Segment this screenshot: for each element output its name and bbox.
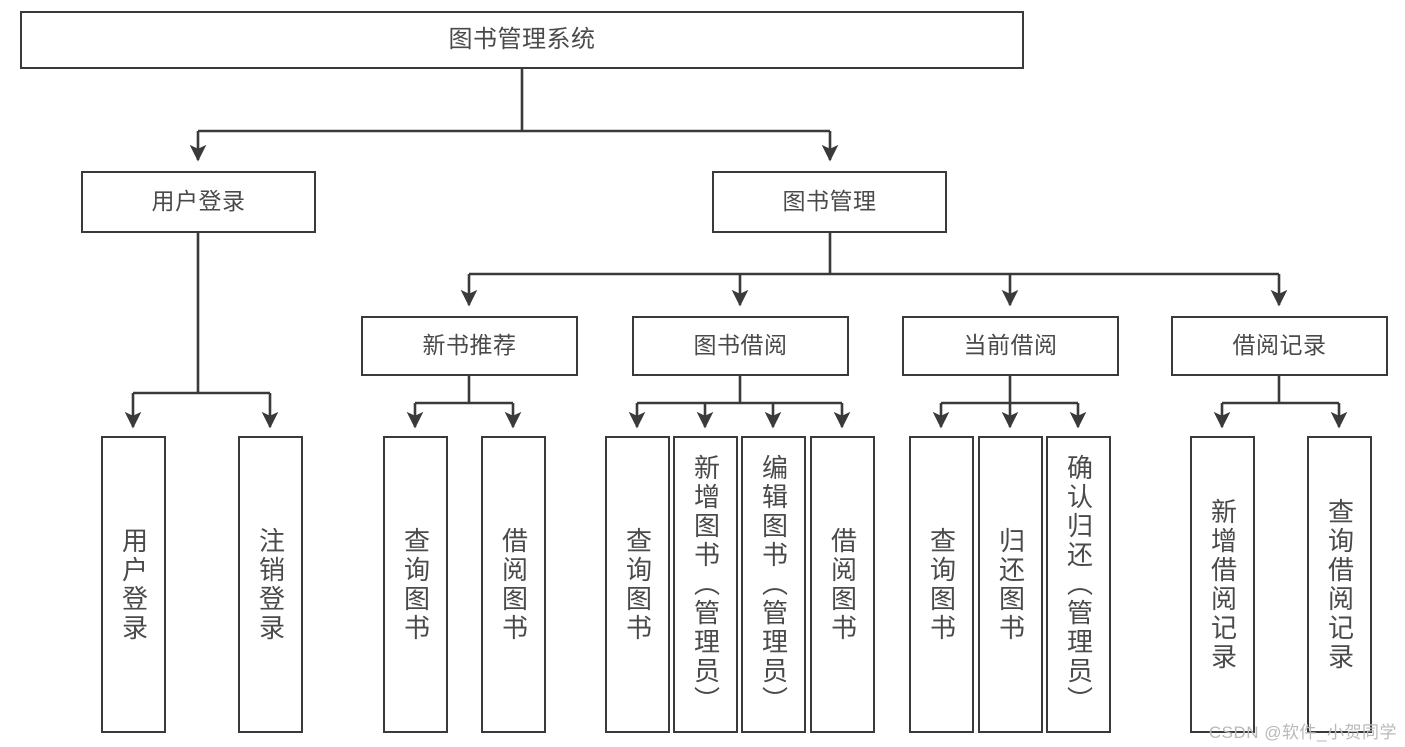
node-label: 归还图书: [995, 526, 1026, 643]
node-label: 查询借阅记录: [1324, 497, 1355, 672]
node-root-system[interactable]: 图书管理系统: [20, 11, 1024, 69]
leaf-add-borrow-record[interactable]: 新增借阅记录: [1190, 436, 1255, 733]
node-label: 查询图书: [400, 526, 431, 643]
node-new-book-recommend[interactable]: 新书推荐: [361, 316, 578, 376]
node-book-manage[interactable]: 图书管理: [712, 171, 947, 233]
node-label: 图书管理系统: [448, 25, 596, 53]
node-label: 新书推荐: [422, 332, 517, 359]
node-label: 借阅图书: [827, 526, 858, 643]
node-user-login[interactable]: 用户登录: [81, 171, 316, 233]
node-label: 图书借阅: [693, 332, 788, 359]
node-label: 确认归还（管理员）: [1063, 454, 1094, 715]
node-label: 新增借阅记录: [1207, 497, 1238, 672]
leaf-user-login[interactable]: 用户登录: [101, 436, 166, 733]
node-label: 查询图书: [622, 526, 653, 643]
node-label: 当前借阅: [963, 332, 1058, 359]
node-label: 借阅图书: [498, 526, 529, 643]
leaf-query-borrow-record[interactable]: 查询借阅记录: [1307, 436, 1372, 733]
node-label: 查询图书: [926, 526, 957, 643]
leaf-borrow-book-2[interactable]: 借阅图书: [810, 436, 875, 733]
node-label: 用户登录: [151, 188, 246, 215]
node-current-borrow[interactable]: 当前借阅: [902, 316, 1119, 376]
leaf-query-book-3[interactable]: 查询图书: [909, 436, 974, 733]
node-label: 编辑图书（管理员）: [758, 454, 789, 715]
node-label: 注销登录: [255, 526, 286, 643]
leaf-edit-book[interactable]: 编辑图书（管理员）: [741, 436, 806, 733]
leaf-borrow-book-1[interactable]: 借阅图书: [481, 436, 546, 733]
node-label: 用户登录: [118, 526, 149, 643]
leaf-return-book[interactable]: 归还图书: [978, 436, 1043, 733]
leaf-add-book[interactable]: 新增图书（管理员）: [673, 436, 738, 733]
node-book-borrow[interactable]: 图书借阅: [632, 316, 849, 376]
node-label: 新增图书（管理员）: [690, 454, 721, 715]
csdn-watermark: CSDN @软件_小贺同学: [1208, 723, 1397, 742]
leaf-confirm-return[interactable]: 确认归还（管理员）: [1046, 436, 1111, 733]
node-label: 借阅记录: [1232, 332, 1327, 359]
leaf-query-book-2[interactable]: 查询图书: [605, 436, 670, 733]
leaf-logout[interactable]: 注销登录: [238, 436, 303, 733]
leaf-query-book-1[interactable]: 查询图书: [383, 436, 448, 733]
node-label: 图书管理: [782, 188, 877, 215]
node-borrow-record[interactable]: 借阅记录: [1171, 316, 1388, 376]
